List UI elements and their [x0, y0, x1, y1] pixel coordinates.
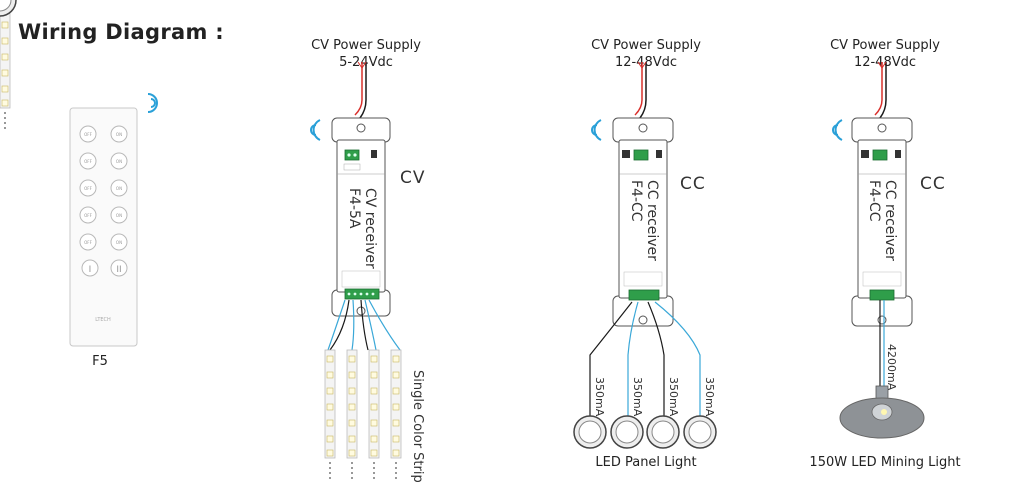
- remote-off-label: OFF: [84, 132, 92, 137]
- remote-on-label: ON: [116, 132, 122, 137]
- cv-receiver-model: F4-5A: [346, 188, 362, 229]
- cc-receiver-mining: CC receiver F4-CC: [851, 61, 913, 390]
- cc2-load-label: 150W LED Mining Light: [809, 455, 961, 470]
- panel-current-label: 350mA: [631, 377, 644, 417]
- cv-supply-title: CV Power Supply: [311, 38, 421, 53]
- remote-off-label: OFF: [84, 159, 92, 164]
- cv-mode-label: CV: [400, 168, 426, 188]
- cc1-wireless-icon: [591, 119, 602, 141]
- remote-on-label: ON: [116, 186, 122, 191]
- remote-on-label: ON: [116, 213, 122, 218]
- cv-receiver-name: CV receiver: [362, 188, 378, 269]
- remote-off-label: OFF: [84, 186, 92, 191]
- cc2-wireless-icon: [832, 119, 843, 141]
- remote-model-label: F5: [92, 354, 108, 369]
- led-panel-lights: [0, 0, 717, 449]
- cv-receiver: CV receiver F4-5A: [327, 61, 401, 351]
- cc1-load-label: LED Panel Light: [595, 455, 697, 470]
- remote-off-label: OFF: [84, 213, 92, 218]
- cc2-receiver-name: CC receiver: [882, 180, 898, 261]
- remote-control: OFF ON OFF ON OFF ON OFF ON OFF ON I II …: [69, 107, 138, 347]
- remote-button-i: I: [89, 265, 92, 275]
- cc2-receiver-model: F4-CC: [866, 180, 882, 222]
- led-mining-light: [839, 385, 925, 439]
- remote-off-label: OFF: [84, 240, 92, 245]
- remote-wireless-icon: [147, 93, 158, 113]
- cc2-mode-label: CC: [920, 174, 946, 194]
- remote-button-ii: II: [116, 265, 121, 275]
- panel-current-label: 350mA: [703, 377, 716, 417]
- cc1-receiver-model: F4-CC: [628, 180, 644, 222]
- panel-current-label: 350mA: [667, 377, 680, 417]
- cc2-supply-title: CV Power Supply: [830, 38, 940, 53]
- mining-current-label: 4200mA: [885, 344, 898, 391]
- remote-on-label: ON: [116, 240, 122, 245]
- cc1-supply-title: CV Power Supply: [591, 38, 701, 53]
- page-title: Wiring Diagram :: [18, 20, 224, 44]
- cc1-mode-label: CC: [680, 174, 706, 194]
- cc2-supply-voltage: 12-48Vdc: [853, 55, 917, 70]
- cc1-receiver-name: CC receiver: [644, 180, 660, 261]
- remote-brand-logo: LTECH: [95, 317, 111, 323]
- cv-load-label: Single Color Strip: [410, 370, 425, 483]
- remote-on-label: ON: [116, 159, 122, 164]
- cv-wireless-icon: [310, 119, 321, 141]
- panel-current-label: 350mA: [593, 377, 606, 417]
- cc-receiver-panel: CC receiver F4-CC: [589, 61, 701, 425]
